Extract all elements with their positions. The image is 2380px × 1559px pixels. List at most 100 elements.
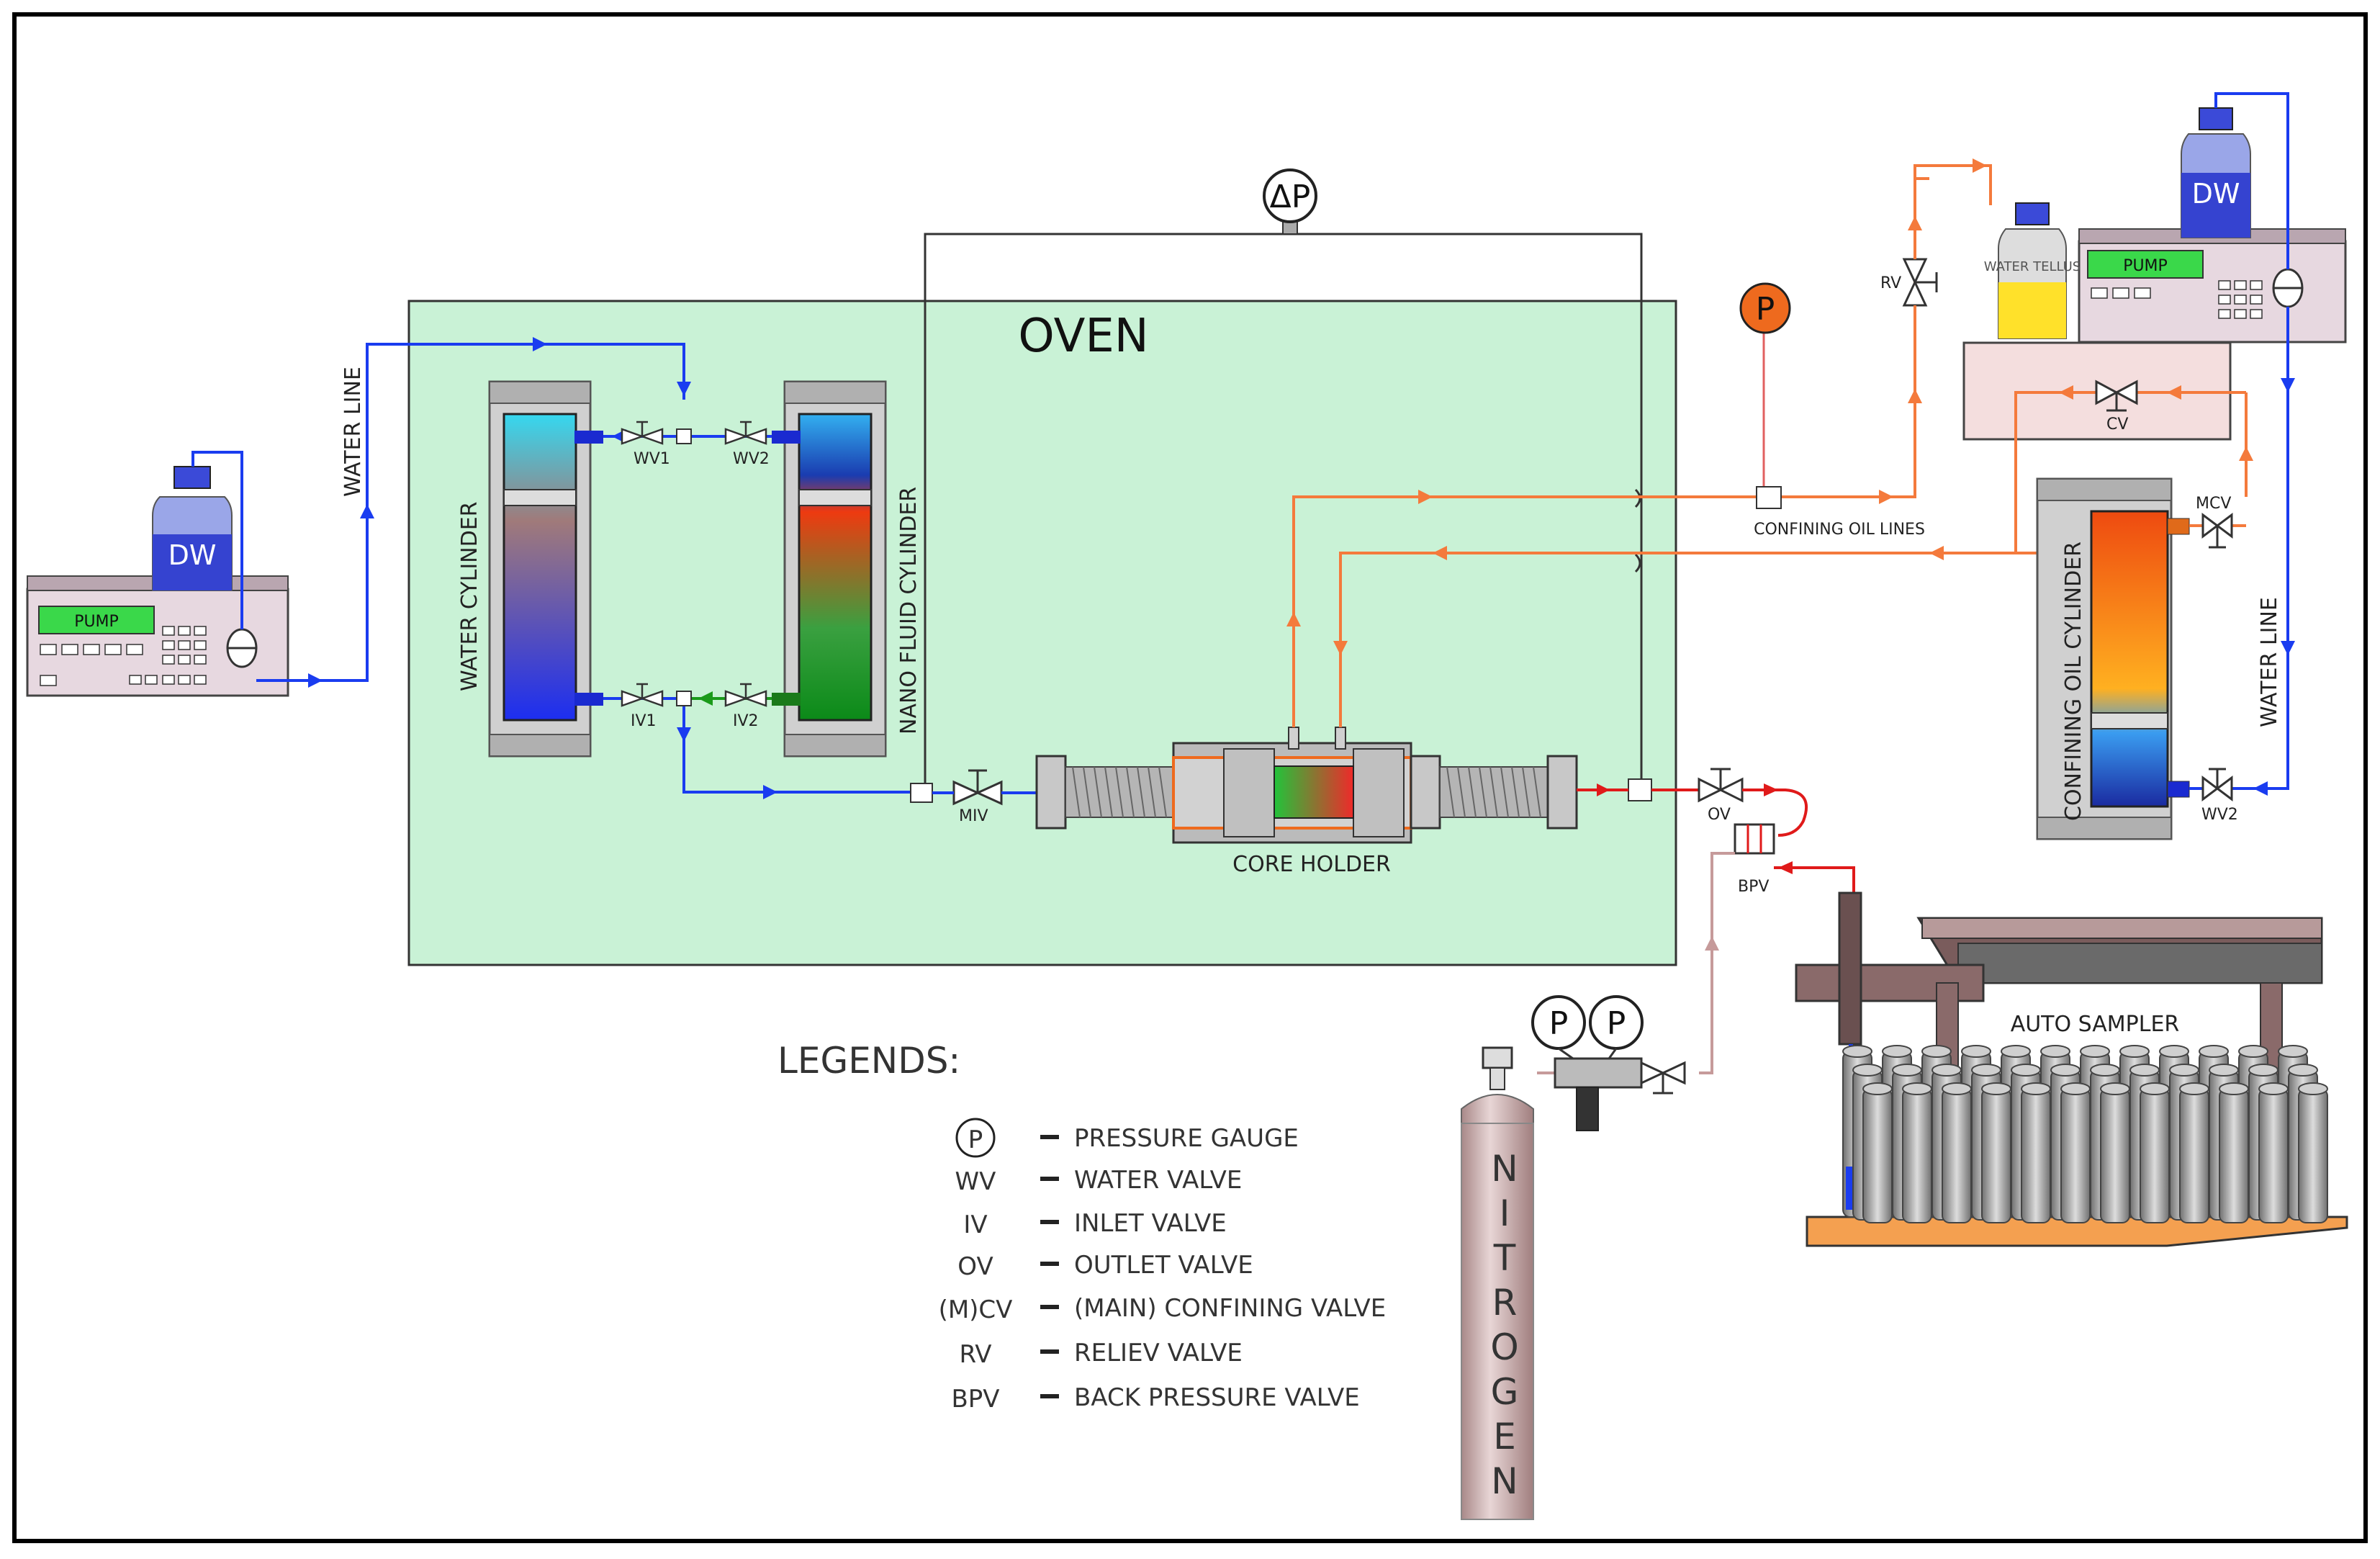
sample-tube-cap xyxy=(1981,1082,2011,1095)
sample-tube-cap xyxy=(1862,1082,1893,1095)
sample-tube-cap xyxy=(1842,1045,1872,1058)
sample-tube-cap xyxy=(2179,1082,2209,1095)
left-dw-bottle-cap xyxy=(173,466,211,489)
sample-tube xyxy=(2100,1088,2130,1223)
legend-item-outlet-valve: OV OUTLET VALVE xyxy=(957,1251,1253,1281)
rv-valve-icon xyxy=(1902,258,1938,307)
sample-tube-cap xyxy=(2129,1064,2160,1077)
sample-tube-cap xyxy=(2258,1082,2289,1095)
small-valves xyxy=(621,421,767,707)
bpv: BPV xyxy=(1734,823,1775,896)
sample-tube-cap xyxy=(2199,1045,2229,1058)
core-holder: CORE HOLDER xyxy=(1035,727,1578,877)
sample-tube-cap xyxy=(1852,1064,1883,1077)
sample-tube-cap xyxy=(2050,1064,2081,1077)
confining-oil-lines-label: CONFINING OIL LINES xyxy=(1754,521,1925,539)
legend-symbol-3: OV xyxy=(957,1252,993,1281)
legend-symbol-2: IV xyxy=(963,1210,987,1239)
junction-bottom xyxy=(676,691,692,706)
sample-tube xyxy=(1902,1088,1932,1223)
sample-tube-cap xyxy=(1942,1082,1972,1095)
wv2-right-valve-icon xyxy=(2201,768,2233,801)
sample-tube-cap xyxy=(2021,1082,2051,1095)
relief-line xyxy=(1914,164,1992,205)
legend-title: LEGENDS: xyxy=(777,1040,960,1082)
water-cylinder-label: WATER CYLINDER xyxy=(457,501,482,691)
sample-tube-cap xyxy=(2248,1064,2278,1077)
sample-tube-cap xyxy=(2219,1082,2249,1095)
legend-item-water-valve: WV WATER VALVE xyxy=(955,1166,1243,1196)
sample-tube xyxy=(2021,1088,2051,1223)
sample-tube-cap xyxy=(2100,1082,2130,1095)
sample-tube xyxy=(1862,1088,1893,1223)
sample-tube xyxy=(2140,1088,2170,1223)
legend-item-confining-valve: (M)CV (MAIN) CONFINING VALVE xyxy=(939,1294,1387,1324)
right-pump-screen xyxy=(2087,250,2204,279)
water-line-right-label: WATER LINE xyxy=(2257,597,2282,727)
ov-label: OV xyxy=(1708,806,1731,824)
core-holder-label: CORE HOLDER xyxy=(1232,852,1391,877)
wv1-label: WV1 xyxy=(634,450,670,468)
mcv-label: MCV xyxy=(2196,495,2231,513)
wv2-right-label: WV2 xyxy=(2201,806,2238,824)
nitrogen-valve-icon xyxy=(1640,1061,1686,1095)
wv2-top-label: WV2 xyxy=(733,450,770,468)
legend-item-pressure-gauge: P PRESSURE GAUGE xyxy=(955,1118,1299,1158)
sample-tube-cap xyxy=(1961,1045,1991,1058)
nitrogen-regulator: P P xyxy=(1531,995,1644,1131)
left-dw-label: DW xyxy=(168,539,217,571)
right-yellow-bottle-label: WATER TELLUS xyxy=(1984,259,2081,274)
junction-inlet xyxy=(910,783,933,803)
sample-tube xyxy=(2298,1088,2328,1223)
sample-tube-cap xyxy=(2001,1045,2031,1058)
sample-tube-cap xyxy=(1921,1045,1952,1058)
sample-tube-cap xyxy=(2288,1064,2318,1077)
nitrogen-gauge-2-label: P xyxy=(1607,1005,1626,1042)
sample-tube-cap xyxy=(1892,1064,1922,1077)
auto-sampler: AUTO SAMPLER xyxy=(1795,891,2348,1247)
water-line-left-label: WATER LINE xyxy=(341,367,366,497)
legend-item-back-pressure-valve: BPV BACK PRESSURE VALVE xyxy=(951,1383,1359,1414)
sample-tube-cap xyxy=(2169,1064,2199,1077)
differential-pressure-line: ΔP xyxy=(924,169,1643,792)
right-pump-label: PUMP xyxy=(2123,257,2168,275)
sample-tube-cap xyxy=(2080,1045,2110,1058)
oven-label: OVEN xyxy=(1018,310,1148,363)
miv-valve-icon xyxy=(952,769,1003,806)
right-dw-label: DW xyxy=(2192,178,2240,210)
legend-desc-5: RELIEV VALVE xyxy=(1074,1339,1243,1367)
core-sample xyxy=(1274,765,1354,819)
bpv-label: BPV xyxy=(1738,878,1769,896)
sample-tube-cap xyxy=(1932,1064,1962,1077)
junction-outlet xyxy=(1628,778,1652,801)
bpv-valve-icon xyxy=(1734,823,1775,855)
pressure-gauge-label: P xyxy=(1756,291,1775,328)
sample-tube-cap xyxy=(2159,1045,2189,1058)
sample-tube-cap xyxy=(2119,1045,2150,1058)
pressure-gauge-icon xyxy=(1739,282,1791,334)
sample-tube-cap xyxy=(2238,1045,2268,1058)
rv-label: RV xyxy=(1880,274,1901,292)
sample-tube-cap xyxy=(1882,1045,1912,1058)
legend-symbol-5: RV xyxy=(959,1340,991,1369)
oven: OVEN xyxy=(407,300,1677,966)
nano-fluid-cylinder-label: NANO FLUID CYLINDER xyxy=(896,487,921,734)
legend-item-inlet-valve: IV INLET VALVE xyxy=(963,1209,1226,1239)
sample-tube xyxy=(2060,1088,2091,1223)
sample-tube xyxy=(1942,1088,1972,1223)
sample-tube-cap xyxy=(2278,1045,2308,1058)
confining-oil-cylinder-label: CONFINING OIL CYLINDER xyxy=(2061,542,2086,821)
sample-tube-cap xyxy=(2298,1082,2328,1095)
legend-desc-1: WATER VALVE xyxy=(1074,1166,1242,1195)
legend-desc-6: BACK PRESSURE VALVE xyxy=(1074,1383,1360,1412)
miv-label: MIV xyxy=(959,807,988,825)
legend: LEGENDS: P PRESSURE GAUGE WV WATER VALVE… xyxy=(777,1040,1386,1414)
junction-top xyxy=(676,428,692,444)
delta-p-gauge-icon xyxy=(1263,169,1317,223)
auto-sampler-label: AUTO SAMPLER xyxy=(2011,1012,2180,1037)
mcv-valve-icon xyxy=(2201,513,2233,549)
